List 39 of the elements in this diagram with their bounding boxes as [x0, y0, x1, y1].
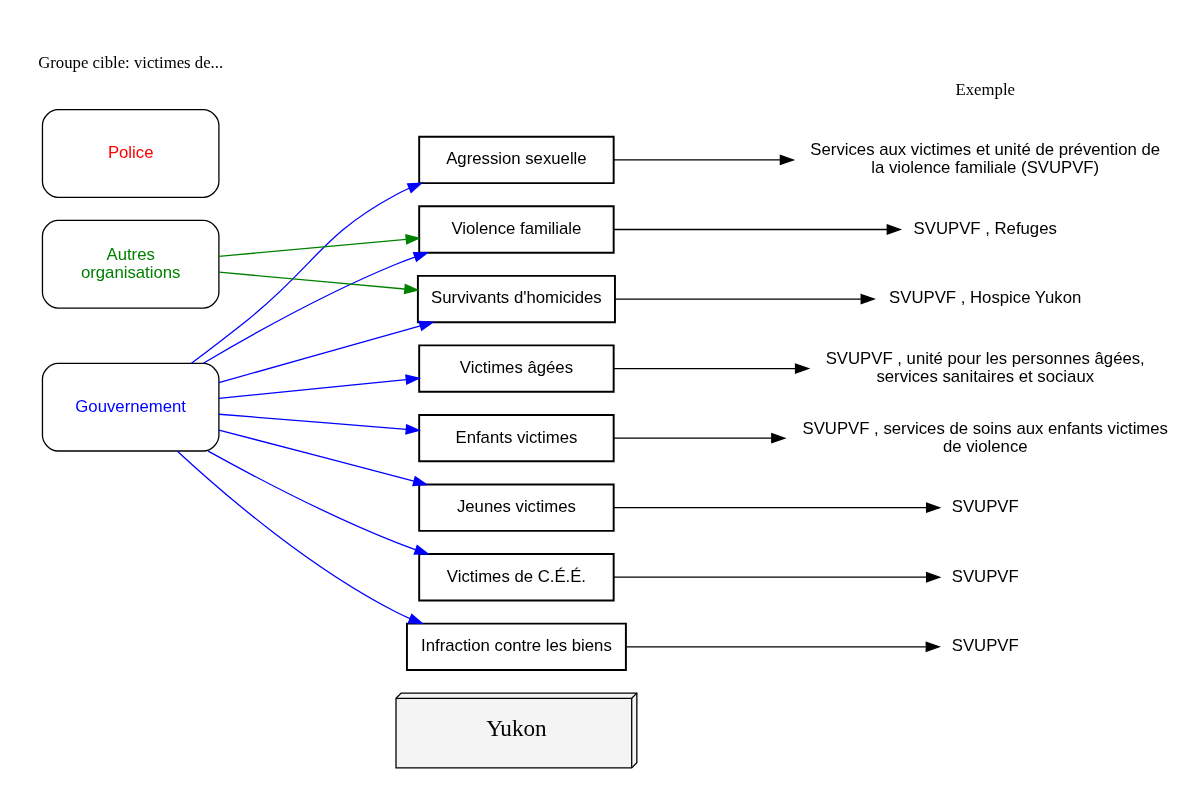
arrow: [614, 293, 877, 305]
node-box: Enfants victimes: [418, 414, 615, 463]
node-text: SVUPVF: [951, 566, 1019, 586]
arrow: [613, 154, 796, 166]
arrow: [613, 363, 811, 374]
node-text: SVUPVF: [951, 636, 1019, 656]
node-text: SVUPVF , services de soins aux enfants victimes de violence: [802, 418, 1168, 456]
label: Groupe cible: victimes de...: [38, 52, 224, 72]
arrow: [176, 450, 424, 625]
node-box: Police: [41, 109, 220, 198]
node-box: Victimes âgées: [418, 344, 615, 393]
node-box: Violence familiale: [418, 205, 615, 254]
label: Exemple: [955, 79, 1015, 99]
node-text: Services aux victimes et unité de prévention de la violence familiale (SVUPVF): [810, 140, 1161, 178]
arrow: [190, 182, 424, 364]
node-box: Gouvernement: [41, 362, 220, 452]
node-box: Victimes de C.É.É.: [418, 553, 615, 602]
arrow: [613, 571, 942, 583]
arrow: [218, 320, 435, 384]
arrow: [218, 413, 422, 435]
arrow: [218, 271, 420, 295]
node-text: SVUPVF , Refuges: [913, 218, 1057, 238]
arrow: [202, 252, 430, 364]
node-text: SVUPVF: [951, 497, 1019, 517]
node-box: Autres organisations: [41, 219, 220, 309]
node-box: Jeunes victimes: [418, 483, 615, 532]
arrow: [218, 429, 429, 487]
node-box: Infraction contre les biens: [406, 622, 627, 671]
arrow: [613, 502, 942, 514]
arrow: [625, 641, 942, 653]
arrow: [613, 432, 787, 444]
arrow: [207, 450, 430, 555]
node-text: SVUPVF , unité pour les personnes âgées, services sanitaires et sociaux: [825, 348, 1145, 386]
arrow: [218, 234, 422, 257]
node-text: SVUPVF , Hospice Yukon: [889, 288, 1082, 308]
arrow: [613, 224, 903, 235]
node-box: Survivants d'homicides: [416, 274, 616, 324]
node-box: Agression sexuelle: [418, 135, 615, 185]
arrow: [218, 374, 422, 400]
